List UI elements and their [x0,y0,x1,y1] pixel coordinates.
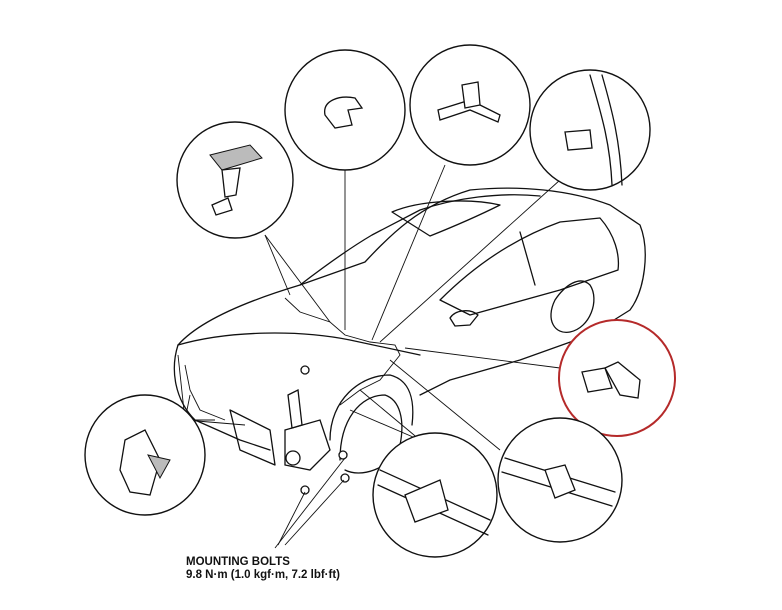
callout-hose-clip-b [497,417,623,543]
callout-bracket [84,394,206,516]
caption-torque: 9.8 N·m (1.0 kgf·m, 7.2 lbf·ft) [186,569,340,581]
car-outline [173,187,646,474]
callout-hose-check [529,69,651,191]
caption-title: MOUNTING BOLTS [186,556,290,568]
washer-hose [284,297,401,406]
mounting-bolts-caption: MOUNTING BOLTS 9.8 N·m (1.0 kgf·m, 7.2 l… [186,556,340,582]
callout-joint [409,44,531,166]
callout-elbow-joint-highlighted [558,319,676,437]
washer-reservoir [284,365,350,495]
callout-hose-clip-a [372,432,498,558]
callout-clip [284,49,406,171]
callout-nozzle-front [176,121,294,239]
leader-lines [177,164,561,549]
